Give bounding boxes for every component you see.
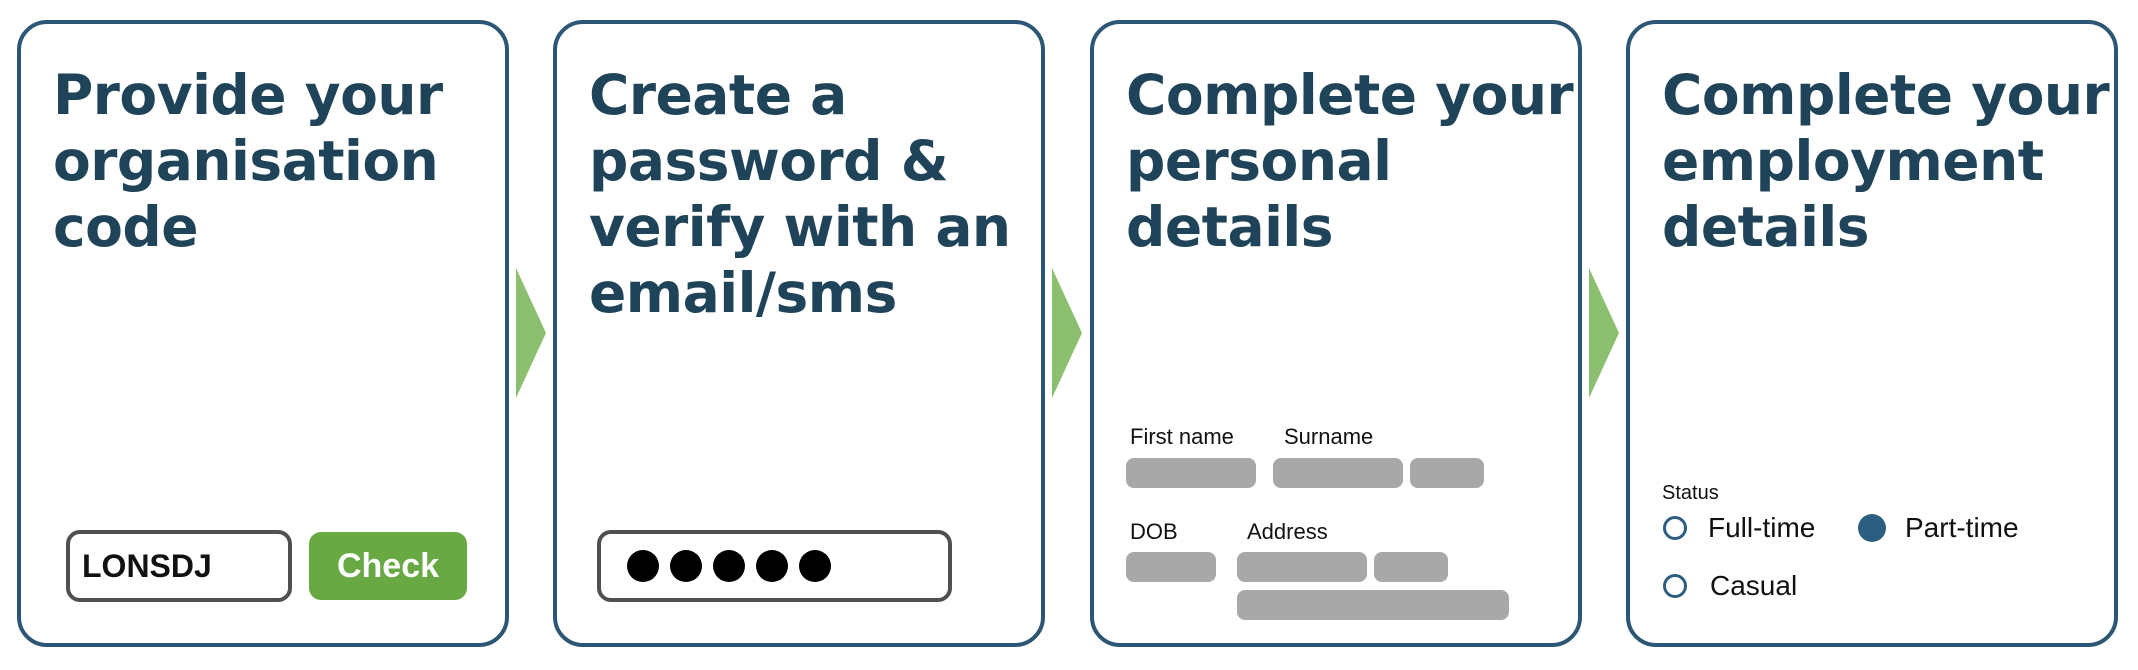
address-line-2-field[interactable] bbox=[1237, 590, 1509, 620]
address-line-1-field[interactable] bbox=[1237, 552, 1367, 582]
step-arrow-2 bbox=[1052, 268, 1082, 398]
step-title: Create a password & verify with an email… bbox=[589, 63, 1011, 325]
step-card-employment-details: Complete your employment details Status … bbox=[1626, 20, 2118, 647]
step-card-personal-details: Complete your personal details First nam… bbox=[1090, 20, 1582, 647]
surname-extra-field[interactable] bbox=[1410, 458, 1484, 488]
status-label: Status bbox=[1662, 482, 1719, 504]
surname-label: Surname bbox=[1284, 424, 1374, 449]
step-card-organisation-code: Provide your organisation code LONSDJ Ch… bbox=[17, 20, 509, 647]
password-mask-dot bbox=[713, 550, 745, 582]
step-title: Provide your organisation code bbox=[53, 63, 443, 259]
dob-label: DOB bbox=[1130, 519, 1178, 544]
dob-field[interactable] bbox=[1126, 552, 1216, 582]
password-mask-dot bbox=[756, 550, 788, 582]
organisation-code-input[interactable]: LONSDJ bbox=[66, 530, 292, 602]
step-card-password: Create a password & verify with an email… bbox=[553, 20, 1045, 647]
option-label-casual: Casual bbox=[1710, 570, 1798, 601]
step-title: Complete your employment details bbox=[1662, 63, 2110, 259]
surname-field[interactable] bbox=[1273, 458, 1403, 488]
address-line-1b-field[interactable] bbox=[1374, 552, 1448, 582]
radio-casual[interactable] bbox=[1663, 574, 1687, 598]
first-name-label: First name bbox=[1130, 424, 1234, 449]
radio-part-time[interactable] bbox=[1858, 514, 1886, 542]
first-name-field[interactable] bbox=[1126, 458, 1256, 488]
radio-full-time[interactable] bbox=[1663, 516, 1687, 540]
step-arrow-1 bbox=[516, 268, 546, 398]
address-label: Address bbox=[1247, 519, 1328, 544]
option-label-part-time: Part-time bbox=[1905, 512, 2019, 543]
step-title: Complete your personal details bbox=[1126, 63, 1574, 259]
password-input[interactable] bbox=[597, 530, 952, 602]
password-mask-dot bbox=[627, 550, 659, 582]
check-button[interactable]: Check bbox=[309, 532, 467, 600]
password-mask-dot bbox=[670, 550, 702, 582]
option-label-full-time: Full-time bbox=[1708, 512, 1816, 543]
step-arrow-3 bbox=[1589, 268, 1619, 398]
password-mask-dot bbox=[799, 550, 831, 582]
